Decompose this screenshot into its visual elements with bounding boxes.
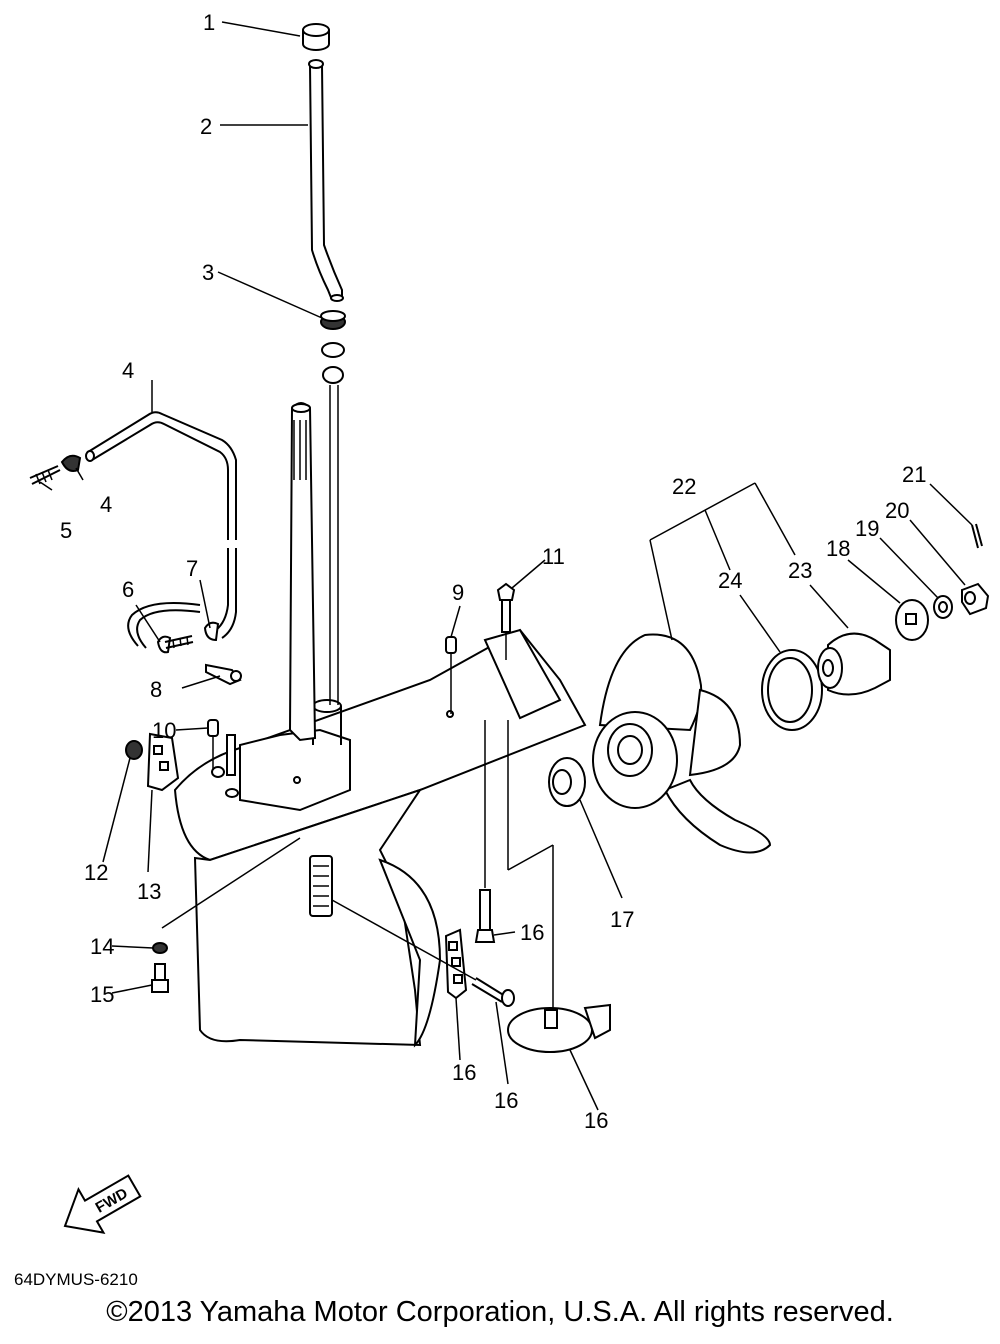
anode-9 xyxy=(146,732,180,792)
label-17: 17 xyxy=(610,907,634,932)
bolt-10 xyxy=(331,899,515,1007)
label-11: 12 xyxy=(84,860,108,885)
trim-tab-12 xyxy=(507,845,611,1053)
nut-11 xyxy=(125,740,143,760)
label-5: 15 xyxy=(90,982,114,1007)
drive-shaft xyxy=(288,402,317,742)
fwd-arrow: FWD xyxy=(63,1174,142,1234)
label-16a: 4 xyxy=(100,492,112,517)
water-tube xyxy=(308,59,344,705)
label-4a: 9 xyxy=(452,580,464,605)
copyright-notice: ©2013 Yamaha Motor Corporation, U.S.A. A… xyxy=(106,1296,894,1328)
part-labels: 1 2 3 4 4 5 6 7 8 9 10 11 12 13 14 15 16… xyxy=(60,10,926,1133)
label-12: 16 xyxy=(584,1108,608,1133)
label-1: 3 xyxy=(202,260,214,285)
leader-lines xyxy=(39,21,973,1111)
grommet-1 xyxy=(320,310,346,384)
spacer-23 xyxy=(817,632,891,696)
label-6: 14 xyxy=(90,934,114,959)
bolt-7 xyxy=(474,720,496,943)
washer-18 xyxy=(895,599,929,641)
screw-15 xyxy=(29,465,61,485)
propeller-22 xyxy=(592,633,772,854)
label-24: 24 xyxy=(718,568,742,593)
label-4b: 10 xyxy=(152,718,176,743)
nut-20 xyxy=(961,582,990,616)
screws-16 xyxy=(164,635,194,649)
label-18: 18 xyxy=(826,536,850,561)
washer-6 xyxy=(152,942,168,954)
bolt-13 xyxy=(496,582,516,660)
washer-19 xyxy=(933,595,953,619)
parts-diagram: FWD 1 2 3 4 4 5 6 7 8 9 10 11 12 13 14 1… xyxy=(29,10,990,1234)
thrust-washer-17 xyxy=(548,757,586,807)
label-20: 20 xyxy=(885,498,909,523)
bolt-5 xyxy=(151,963,169,993)
grommet-3 xyxy=(302,23,330,51)
label-16b: 6 xyxy=(122,577,134,602)
label-14: 4 xyxy=(122,358,134,383)
label-9: 13 xyxy=(137,879,161,904)
label-22: 22 xyxy=(672,474,696,499)
water-intake-grille xyxy=(309,855,333,917)
label-16c: 7 xyxy=(186,556,198,581)
spacer-24 xyxy=(761,649,823,731)
label-16d: 8 xyxy=(150,677,162,702)
hose-clamp xyxy=(60,454,242,686)
drawing-code: 64DYMUS-6210 xyxy=(14,1270,138,1289)
label-10: 16 xyxy=(494,1088,518,1113)
label-8: 16 xyxy=(452,1060,476,1085)
label-23: 23 xyxy=(788,558,812,583)
label-13: 11 xyxy=(542,544,565,569)
label-3: 1 xyxy=(203,10,215,35)
label-2: 2 xyxy=(200,114,212,139)
label-21: 21 xyxy=(902,462,926,487)
label-15: 5 xyxy=(60,518,72,543)
hose xyxy=(85,411,237,649)
label-7: 16 xyxy=(520,920,544,945)
stud-bolt xyxy=(226,734,236,776)
cotter-pin-21 xyxy=(971,523,983,549)
label-19: 19 xyxy=(855,516,879,541)
lower-casing xyxy=(173,628,587,1048)
anode-8 xyxy=(444,928,468,1000)
dowel-pin xyxy=(207,636,457,770)
